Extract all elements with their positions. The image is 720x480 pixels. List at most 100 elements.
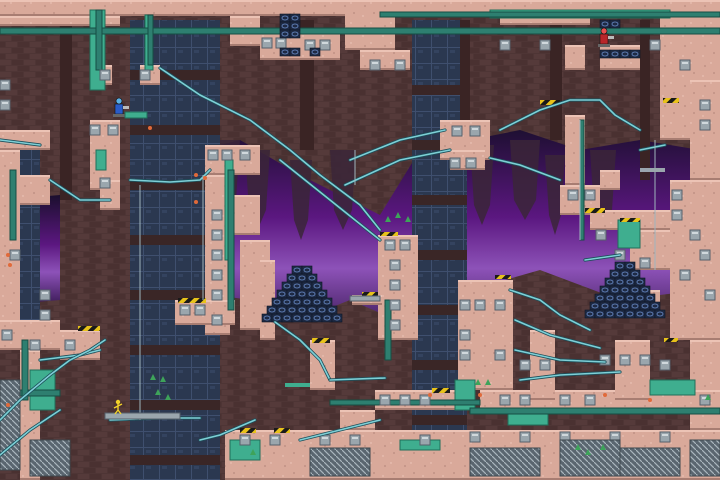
platform-shadow — [230, 44, 260, 46]
crate-mark — [636, 279, 644, 285]
dark-crate — [286, 305, 298, 315]
rail-track — [344, 149, 451, 186]
dark-crate — [634, 309, 646, 319]
crate-mark — [601, 287, 609, 293]
metal-box-shine — [392, 322, 398, 324]
metal-box-shine — [110, 127, 116, 129]
metal-box — [567, 189, 579, 201]
metal-box — [389, 259, 401, 271]
platform-shadow — [140, 83, 160, 85]
floor-grate — [559, 439, 621, 477]
metal-box-shine — [214, 317, 220, 319]
metal-box-shine — [272, 437, 278, 439]
metal-box — [269, 434, 281, 446]
metal-box — [469, 125, 481, 137]
hazard-stripe — [432, 388, 450, 393]
metal-box — [469, 431, 481, 443]
hazard-stripe — [540, 100, 560, 105]
metal-box — [39, 289, 51, 301]
shaft-crossbeam — [412, 140, 467, 150]
green-plant — [160, 376, 166, 382]
metal-box — [319, 434, 331, 446]
metal-box-shine — [402, 242, 408, 244]
dark-crate — [271, 313, 283, 323]
metal-box — [679, 59, 691, 71]
robot-red-icon — [598, 27, 614, 47]
dark-crate — [296, 305, 308, 315]
crate-mark — [298, 307, 306, 313]
metal-box-shine — [372, 62, 378, 64]
dark-crate — [321, 297, 333, 307]
metal-box — [659, 431, 671, 443]
warning-light — [428, 393, 432, 397]
metal-box-shine — [522, 397, 528, 399]
crate-mark — [288, 291, 296, 297]
dark-crate — [619, 285, 631, 295]
metal-box — [261, 37, 273, 49]
metal-box-shine — [242, 437, 248, 439]
dark-crate — [316, 289, 328, 299]
platform-highlight — [440, 120, 490, 122]
warning-light — [194, 173, 198, 177]
runner-head — [115, 399, 121, 405]
metal-box — [519, 359, 531, 371]
metal-box-shine — [497, 352, 503, 354]
metal-box — [239, 149, 251, 161]
warning-light — [648, 398, 652, 402]
dark-crate — [306, 273, 318, 283]
metal-box — [699, 99, 711, 111]
dark-crate — [276, 289, 288, 299]
dark-crate — [306, 305, 318, 315]
platform-shadow — [0, 148, 50, 150]
metal-box-shine — [542, 362, 548, 364]
dark-crate — [629, 285, 641, 295]
platform-shadow — [310, 388, 335, 390]
dark-crate — [624, 277, 636, 287]
crate-mark — [333, 315, 341, 321]
metal-box-shine — [422, 397, 428, 399]
dark-crate — [301, 313, 313, 323]
dark-crate — [629, 269, 641, 279]
dark-crate — [321, 313, 333, 323]
crate-mark — [596, 295, 604, 301]
metal-box — [64, 339, 76, 351]
warning-light — [203, 176, 207, 180]
crate-mark — [611, 21, 619, 27]
platform-highlight — [600, 170, 620, 172]
metal-box-shine — [214, 232, 220, 234]
platform-highlight — [0, 130, 50, 132]
metal-box — [194, 304, 206, 316]
platform-shadow — [565, 183, 585, 185]
metal-box-shine — [2, 102, 8, 104]
platform-highlight — [500, 0, 590, 2]
crate-mark — [606, 311, 614, 317]
pink-platform — [600, 170, 620, 190]
metal-box-shine — [397, 62, 403, 64]
metal-box-shine — [477, 302, 483, 304]
teal-ledge — [285, 383, 310, 387]
metal-box-shine — [392, 302, 398, 304]
metal-box — [139, 69, 151, 81]
metal-box-shine — [142, 72, 148, 74]
crate-mark — [291, 23, 299, 29]
metal-box-shine — [642, 260, 648, 262]
metal-box — [639, 354, 651, 366]
shaft-crossbeam — [412, 85, 467, 95]
metal-box-shine — [392, 262, 398, 264]
dark-crate — [599, 301, 611, 311]
dark-crate — [614, 309, 626, 319]
metal-box-shine — [382, 397, 388, 399]
platform-highlight — [630, 230, 670, 232]
crate-mark — [646, 311, 654, 317]
dark-crate — [624, 261, 636, 271]
metal-box-shine — [662, 434, 668, 436]
shaft-crossbeam — [412, 415, 467, 425]
platform-highlight — [0, 320, 60, 322]
crate-mark — [606, 279, 614, 285]
crate-mark — [611, 51, 619, 57]
dark-crate — [609, 49, 621, 59]
platform-shadow — [205, 333, 230, 335]
dark-crate — [281, 313, 293, 323]
hazard-stripe — [78, 326, 100, 331]
detail-layer — [0, 13, 720, 477]
